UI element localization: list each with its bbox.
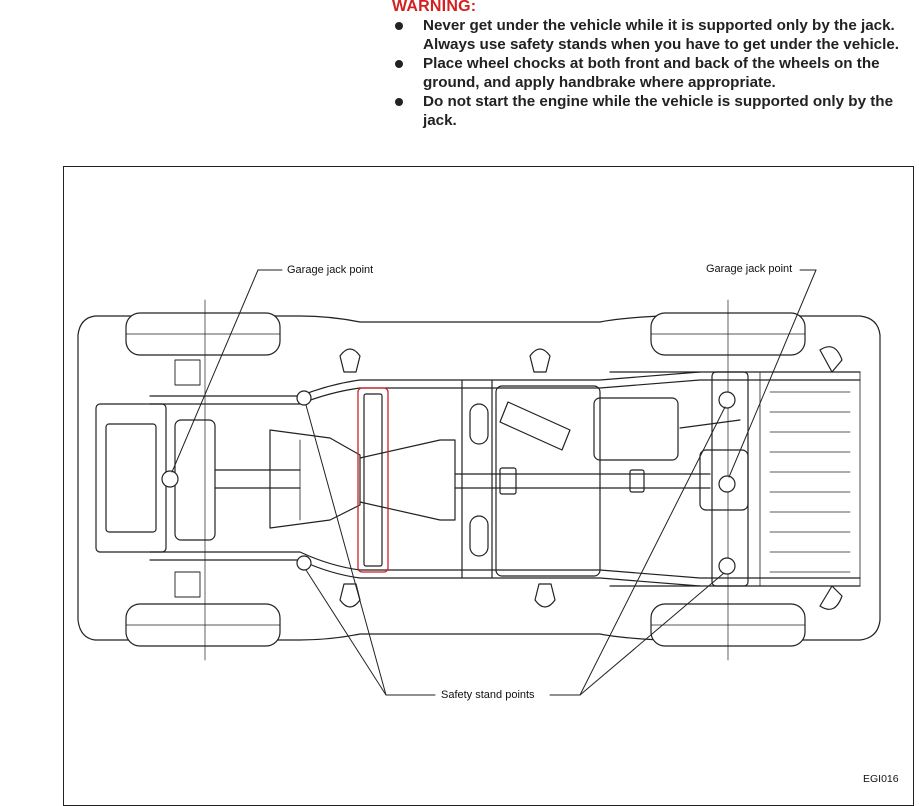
warning-item: Place wheel chocks at both front and bac… — [392, 54, 912, 92]
leader-lines-jack — [171, 269, 817, 478]
warning-list: Never get under the vehicle while it is … — [392, 16, 912, 130]
safety-stand-point — [718, 557, 736, 575]
rear-floor-panel — [759, 371, 861, 587]
leader-lines-stand — [305, 404, 726, 696]
vehicle-body-outline — [77, 315, 881, 641]
safety-stand-point — [296, 555, 312, 571]
muffler — [499, 397, 741, 461]
bullet-icon — [395, 22, 403, 30]
crossmember — [357, 387, 389, 573]
label-safety-stand-points: Safety stand points — [441, 689, 535, 701]
frame-tabs — [174, 346, 843, 610]
label-garage-jack-point-right: Garage jack point — [706, 263, 793, 275]
rear-axle — [609, 371, 749, 587]
warning-item: Do not start the engine while the vehicl… — [392, 92, 912, 130]
safety-stand-point — [296, 390, 312, 406]
fuel-tank — [495, 385, 601, 577]
safety-stand-point — [718, 391, 736, 409]
wheel-front-left — [125, 312, 281, 356]
warning-title: WARNING: — [392, 0, 477, 15]
wheel-front-right — [125, 603, 281, 647]
bullet-icon — [395, 60, 403, 68]
warning-item-text: Do not start the engine while the vehicl… — [423, 93, 894, 129]
frame-rails — [149, 371, 861, 587]
bullet-icon — [395, 98, 403, 106]
label-garage-jack-point-left: Garage jack point — [287, 264, 374, 276]
transmission — [269, 429, 456, 529]
warning-item: Never get under the vehicle while it is … — [392, 16, 912, 54]
warning-block: WARNING: Never get under the vehicle whi… — [392, 0, 912, 130]
garage-jack-point-rear — [718, 475, 736, 493]
warning-item-text: Never get under the vehicle while it is … — [423, 17, 900, 53]
propeller-shaft — [454, 467, 711, 495]
chassis-slots — [469, 403, 489, 557]
warning-item-text: Place wheel chocks at both front and bac… — [423, 55, 880, 91]
garage-jack-point-front — [161, 470, 179, 488]
figure-code: EGI016 — [863, 773, 899, 785]
